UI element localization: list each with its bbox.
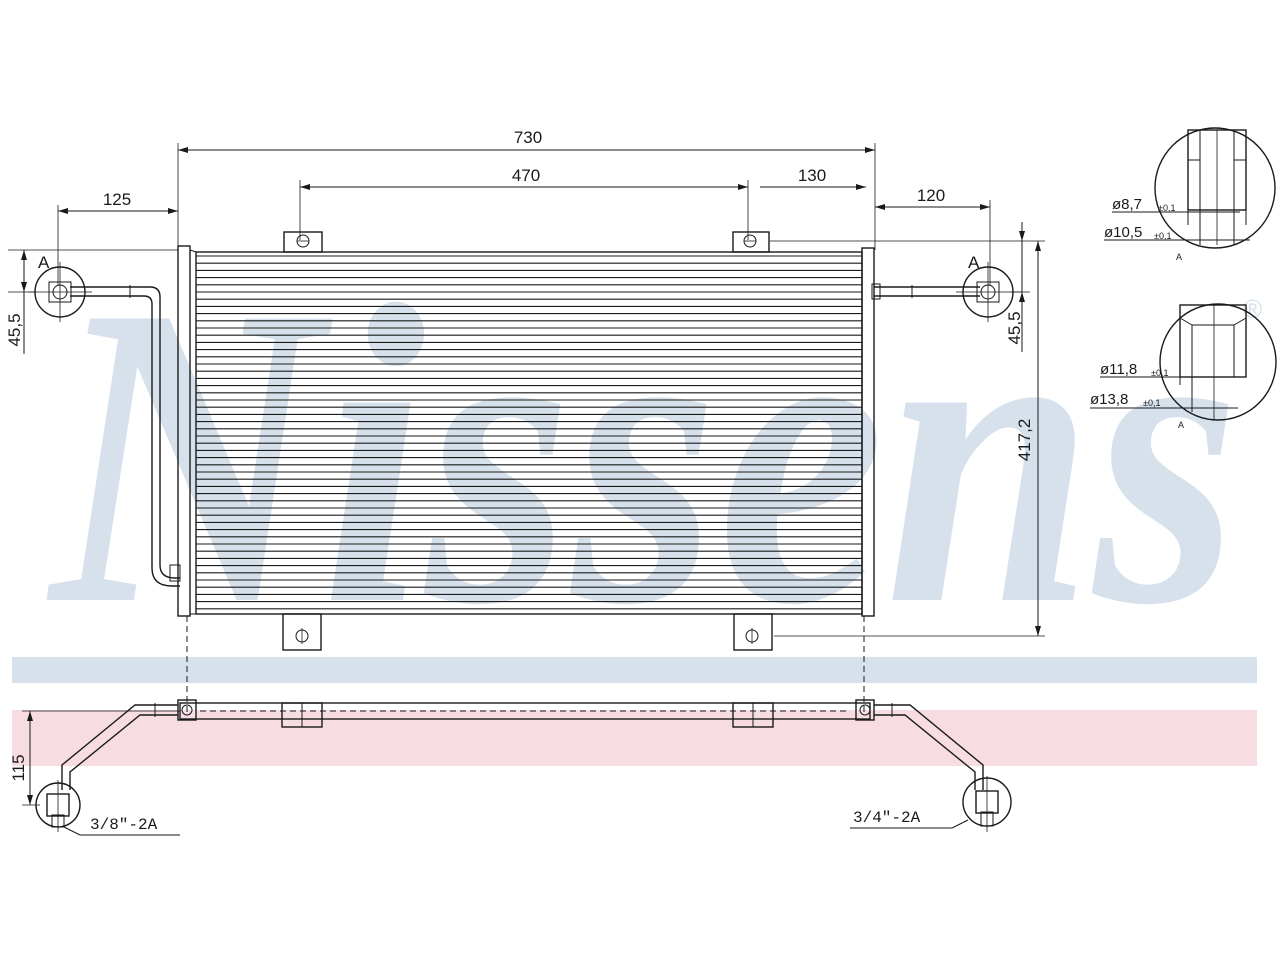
detail-top-outer-tolerance: ±0,1 <box>1154 231 1171 241</box>
right-pipe-assembly: A 45,5 417,2 <box>770 222 1045 637</box>
blue-band <box>12 657 1257 683</box>
detail-view-bottom: ø11,8 ±0,1 ø13,8 ±0,1 A <box>1090 303 1277 430</box>
registered-mark: ® <box>1243 294 1262 324</box>
detail-top-outer-diameter: ø10,5 <box>1104 224 1142 241</box>
dim-right-pipe-offset: 120 <box>917 186 945 205</box>
bracket-top-left <box>283 231 323 253</box>
detail-bottom-inner-tolerance: ±0,1 <box>1151 368 1168 378</box>
dim-right-port-height: 45,5 <box>1005 311 1024 344</box>
detail-bottom-inner-diameter: ø11,8 <box>1100 361 1137 378</box>
bracket-bottom-right <box>733 613 773 651</box>
dim-left-port-height: 45,5 <box>5 313 24 346</box>
detail-bottom-outer-diameter: ø13,8 <box>1090 391 1128 408</box>
cooling-fins <box>196 255 862 610</box>
dim-bottom-drop: 115 <box>9 754 28 781</box>
left-view-label: A <box>38 253 50 272</box>
bracket-bottom-left <box>282 613 322 651</box>
detail-top-inner-tolerance: ±0,1 <box>1158 203 1175 213</box>
detail-top-inner-diameter: ø8,7 <box>1112 196 1142 213</box>
top-dimensions: 730 470 130 125 120 <box>57 128 991 285</box>
dim-core-height: 417,2 <box>1015 419 1034 462</box>
detail-bottom-marker: A <box>1178 420 1184 430</box>
right-view-label: A <box>968 253 980 272</box>
left-pipe-assembly: A 45,5 <box>5 249 181 587</box>
thread-right: 3/4"-2A <box>853 809 921 827</box>
brand-watermark: Nissens ® <box>12 218 1262 766</box>
detail-bottom-outer-tolerance: ±0,1 <box>1143 398 1160 408</box>
mounting-brackets <box>282 231 773 651</box>
thread-left: 3/8"-2A <box>90 816 158 834</box>
dim-right-offset: 130 <box>798 166 826 185</box>
dim-overall-width: 730 <box>514 128 542 147</box>
condenser-core <box>177 245 875 617</box>
detail-top-marker: A <box>1176 252 1182 262</box>
dim-left-pipe-offset: 125 <box>103 190 131 209</box>
dim-bracket-spacing: 470 <box>512 166 540 185</box>
projection-lines <box>186 616 865 712</box>
detail-view-top: ø8,7 ±0,1 ø10,5 ±0,1 A <box>1104 127 1276 262</box>
bottom-view: 115 3/8"-2A 3/4"-2A <box>9 699 1012 836</box>
brand-logo: Nissens <box>44 218 1240 694</box>
bracket-top-right <box>732 231 770 253</box>
